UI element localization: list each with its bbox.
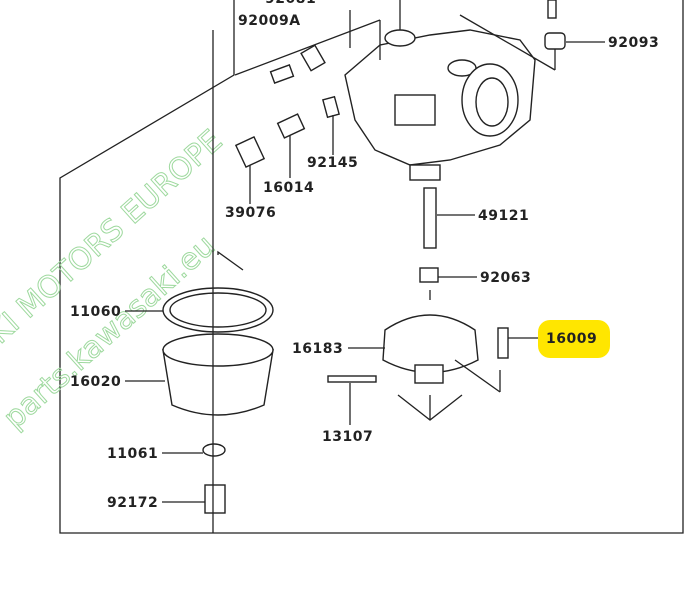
label-13107[interactable]: 13107 [322, 429, 373, 445]
label-92145[interactable]: 92145 [307, 155, 358, 171]
label-11060[interactable]: 11060 [70, 304, 121, 320]
part-92145 [322, 95, 340, 119]
label-92063[interactable]: 92063 [480, 270, 531, 286]
part-92009A [269, 64, 295, 84]
part-49121 [423, 187, 437, 249]
label-92009A[interactable]: 92009A [238, 13, 301, 29]
label-92093[interactable]: 92093 [608, 35, 659, 51]
part-16183-float [382, 290, 501, 421]
part-pin [547, 0, 557, 19]
part-92063 [419, 267, 439, 283]
part-39076 [234, 135, 266, 169]
part-13107-pin [327, 375, 377, 383]
part-92093 [544, 32, 566, 50]
label-16014[interactable]: 16014 [263, 180, 314, 196]
part-16014 [276, 113, 306, 139]
label-16183[interactable]: 16183 [292, 341, 343, 357]
diagram-frame [59, 0, 684, 534]
part-92172-bolt [204, 484, 226, 514]
label-92172[interactable]: 92172 [107, 495, 158, 511]
part-92081 [300, 44, 326, 72]
label-16009[interactable]: 16009 [546, 331, 597, 347]
label-49121[interactable]: 49121 [478, 208, 529, 224]
label-39076[interactable]: 39076 [225, 205, 276, 221]
label-92081[interactable]: 92081 [265, 0, 316, 7]
part-highlight [538, 320, 610, 358]
part-11061-washer [202, 443, 226, 457]
carburetor-body [234, 0, 556, 181]
label-16020[interactable]: 16020 [70, 374, 121, 390]
part-16009-needle [497, 327, 509, 359]
label-11061[interactable]: 11061 [107, 446, 158, 462]
